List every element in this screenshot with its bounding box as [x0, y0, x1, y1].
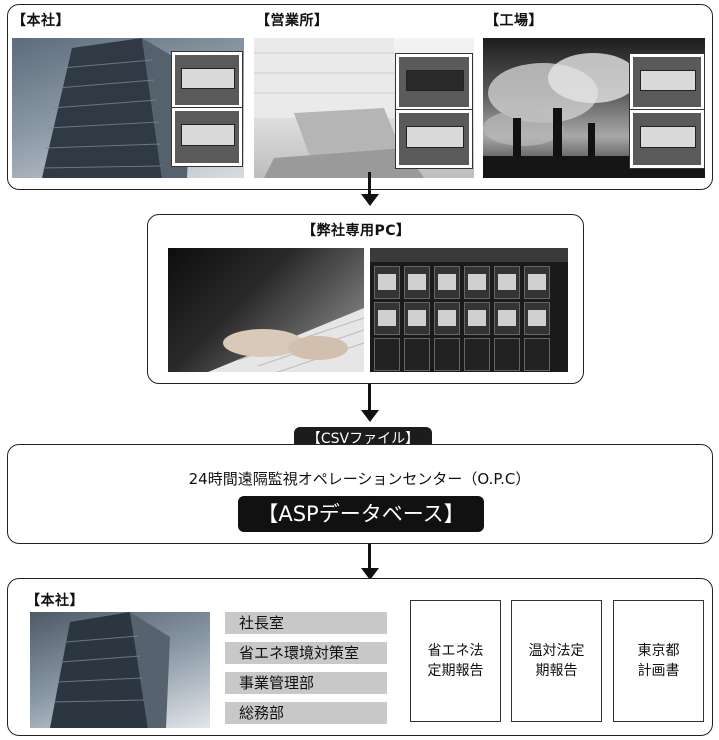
department-general-affairs: 総務部: [225, 702, 387, 724]
office-meter-image-2: [396, 110, 472, 168]
flow-arrow-2: [368, 384, 371, 414]
asp-database-badge: 【ASPデータベース】: [238, 496, 484, 532]
bottom-building-graphic: [50, 612, 170, 728]
meter-tile[interactable]: [464, 338, 490, 371]
headquarters-label: 【本社】: [12, 13, 70, 29]
meter-tile[interactable]: [374, 266, 400, 299]
meter-tile[interactable]: [374, 302, 400, 335]
factory-smoke-graphic: [483, 53, 705, 178]
sales-office-label: 【営業所】: [256, 13, 329, 29]
meter-tile[interactable]: [524, 338, 550, 371]
hq-meter-image-1: [172, 52, 242, 108]
office-desk-graphic: [254, 38, 424, 178]
report-tokyo-plan: 東京都 計画書: [613, 600, 704, 722]
company-pc-label: 【弊社専用PC】: [302, 223, 411, 239]
meter-tile[interactable]: [494, 266, 520, 299]
laptop-keyboard-graphic: [208, 308, 364, 372]
meter-tile[interactable]: [404, 266, 430, 299]
flow-arrow-1: [368, 172, 371, 198]
meter-tile[interactable]: [464, 302, 490, 335]
flow-arrowhead-1: [361, 194, 379, 206]
meter-tile[interactable]: [434, 338, 460, 371]
factory-meter-image-1: [630, 54, 704, 110]
meter-tile[interactable]: [434, 266, 460, 299]
meter-tile[interactable]: [524, 302, 550, 335]
office-meter-image-1: [396, 54, 472, 110]
meter-tile[interactable]: [524, 266, 550, 299]
meter-tile[interactable]: [464, 266, 490, 299]
monitoring-software-screenshot: [370, 248, 568, 372]
flow-arrowhead-2: [361, 410, 379, 422]
laptop-typing-photo: [168, 248, 364, 372]
csv-file-label: 【CSVファイル】: [306, 431, 420, 447]
meter-tile[interactable]: [494, 302, 520, 335]
hq-meter-image-2: [172, 108, 242, 166]
sales-office-photo: [254, 38, 474, 178]
meter-tile[interactable]: [494, 338, 520, 371]
factory-meter-image-2: [630, 110, 704, 168]
factory-label: 【工場】: [485, 13, 543, 29]
meter-tile[interactable]: [434, 302, 460, 335]
report-energy-saving-act: 省エネ法 定期報告: [410, 600, 501, 722]
bottom-headquarters-label: 【本社】: [26, 593, 84, 609]
meter-tile[interactable]: [374, 338, 400, 371]
department-energy-saving-office: 省エネ環境対策室: [225, 642, 387, 664]
department-business-management: 事業管理部: [225, 672, 387, 694]
opc-title: 24時間遠隔監視オペレーションセンター（O.P.C）: [188, 470, 531, 488]
meter-tile[interactable]: [404, 338, 430, 371]
meter-tile[interactable]: [404, 302, 430, 335]
asp-database-label: 【ASPデータベース】: [257, 502, 465, 526]
software-header-bar: [370, 248, 568, 262]
report-global-warming-act: 温対法定 期報告: [511, 600, 602, 722]
flow-arrow-3: [368, 544, 371, 572]
flow-arrowhead-3: [361, 568, 379, 580]
bottom-headquarters-photo: [30, 612, 210, 728]
department-president-office: 社長室: [225, 612, 387, 634]
